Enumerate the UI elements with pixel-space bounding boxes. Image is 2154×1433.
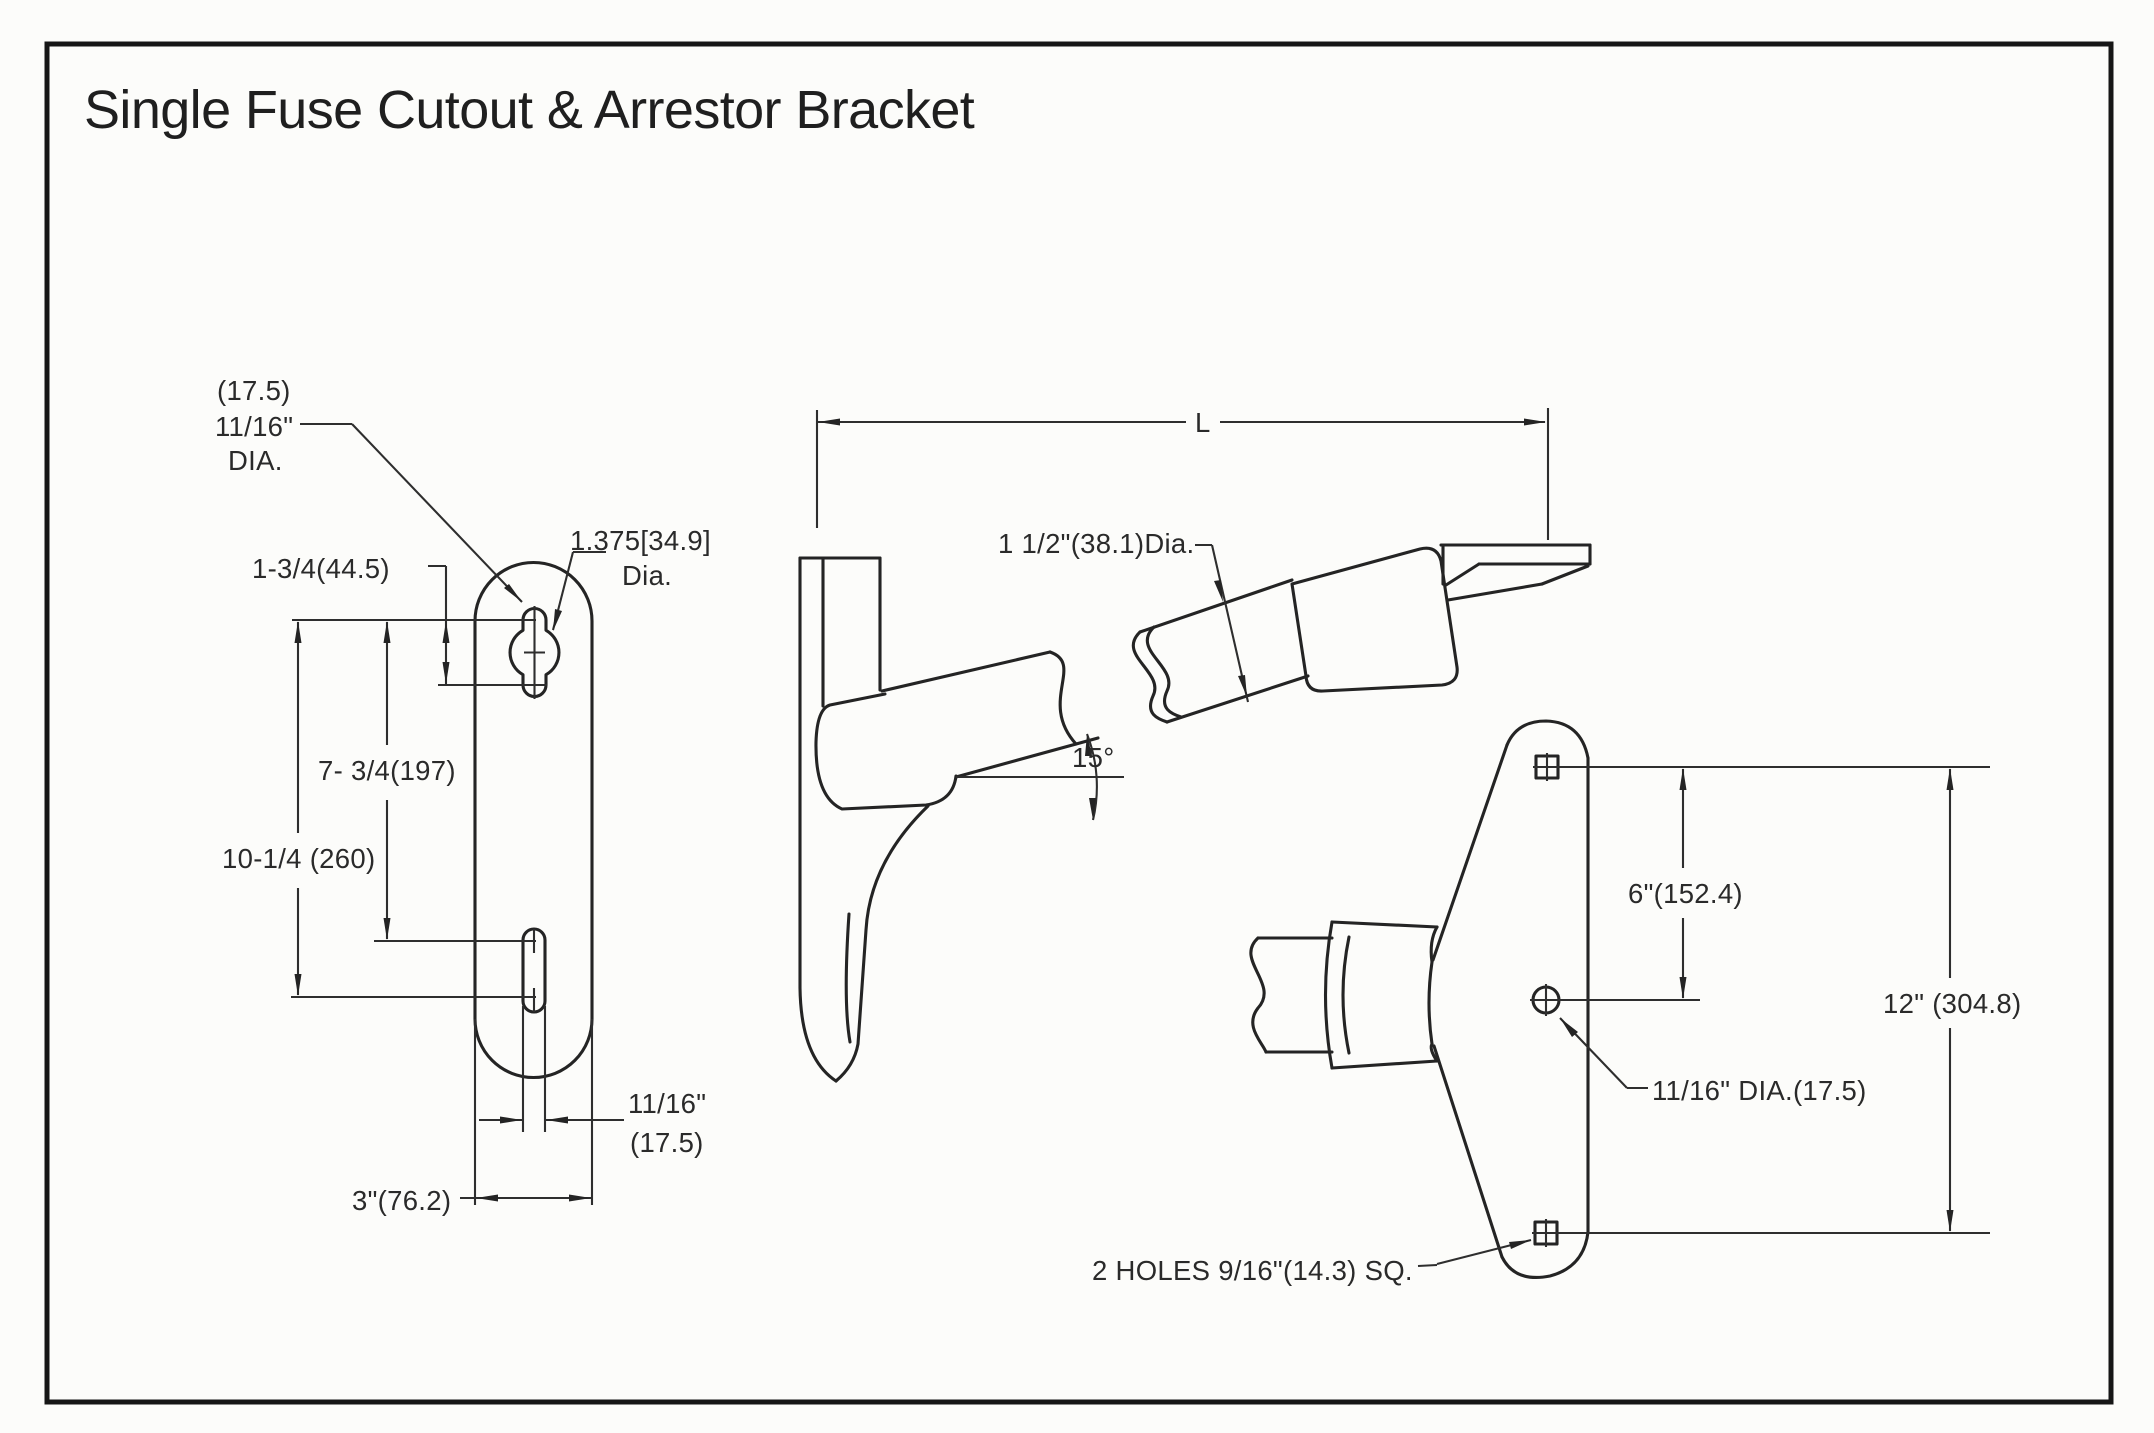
dim-plate-width: 3"(76.2) xyxy=(352,1185,451,1216)
dim-upper-span: 7- 3/4(197) xyxy=(318,755,456,786)
arrestor-front-view: 6"(152.4) 12" (304.8) 11/16" DIA.(17.5) … xyxy=(1092,719,2021,1286)
left-dia-note-suffix: DIA. xyxy=(228,445,283,476)
arm-assembly xyxy=(1131,543,1592,724)
upright-bar xyxy=(798,556,930,1083)
left-dia-note-in: 11/16" xyxy=(215,411,293,442)
plate-face-view: (17.5) 11/16" DIA. 1-3/4(44.5) 1.375[34.… xyxy=(215,375,711,1216)
drawing-border xyxy=(44,41,2114,1405)
angle-arrow-bottom xyxy=(1089,798,1096,820)
plate-arrowheads xyxy=(294,584,591,1202)
arm-pipe xyxy=(1249,920,1439,1070)
dim-hole-spacing: 1-3/4(44.5) xyxy=(252,553,390,584)
stud-dia-leader xyxy=(1195,543,1250,703)
center-hole-leader xyxy=(1559,1017,1648,1090)
dim-total-span: 10-1/4 (260) xyxy=(222,843,375,874)
length-dimension xyxy=(815,408,1550,540)
dim-hole-spacing-front: 6"(152.4) xyxy=(1628,878,1743,909)
bracket-side-view: L 15° xyxy=(798,407,1592,1083)
bulge-dia-suffix: Dia. xyxy=(622,560,672,591)
angle-arrow-top xyxy=(1085,734,1092,756)
plate-extension-lines xyxy=(291,618,594,1205)
square-holes-label: 2 HOLES 9/16"(14.3) SQ. xyxy=(1092,1255,1413,1286)
plate-outline xyxy=(473,561,594,1079)
bottom-slot xyxy=(521,927,547,1014)
length-arrow-right xyxy=(1524,418,1546,426)
page-title: Single Fuse Cutout & Arrestor Bracket xyxy=(84,80,975,140)
dim-12in-arrow-top xyxy=(1946,768,1954,790)
angle-slant-line xyxy=(954,736,1100,779)
angle-arc xyxy=(1086,733,1098,821)
stud-boss xyxy=(814,692,958,811)
dim-overall-span: 12" (304.8) xyxy=(1883,988,2021,1019)
slot-width-mm: (17.5) xyxy=(630,1127,704,1158)
dim-6in-arrow-bottom xyxy=(1679,977,1687,999)
stud-cylinder xyxy=(880,650,1078,746)
front-extension-lines xyxy=(1560,765,1990,1235)
stud-angle-label: 15° xyxy=(1072,742,1115,773)
angle-dimension: 15° xyxy=(954,733,1124,821)
plate-holes xyxy=(1530,753,1562,1247)
bulge-dia-value: 1.375[34.9] xyxy=(570,525,711,556)
slot-width-in: 11/16" xyxy=(628,1088,706,1119)
dim-6in-arrow-top xyxy=(1679,768,1687,790)
stud-dia-label: 1 1/2"(38.1)Dia. xyxy=(998,528,1194,559)
arrestor-plate-outline xyxy=(1431,719,1590,1279)
center-hole-label: 11/16" DIA.(17.5) xyxy=(1652,1075,1867,1106)
square-holes-leader xyxy=(1417,1238,1532,1268)
dim-12in-arrow-bottom xyxy=(1946,1210,1954,1232)
length-arrow-left xyxy=(818,418,840,426)
dim-length-label: L xyxy=(1195,407,1211,438)
left-dia-note-mm: (17.5) xyxy=(217,375,291,406)
